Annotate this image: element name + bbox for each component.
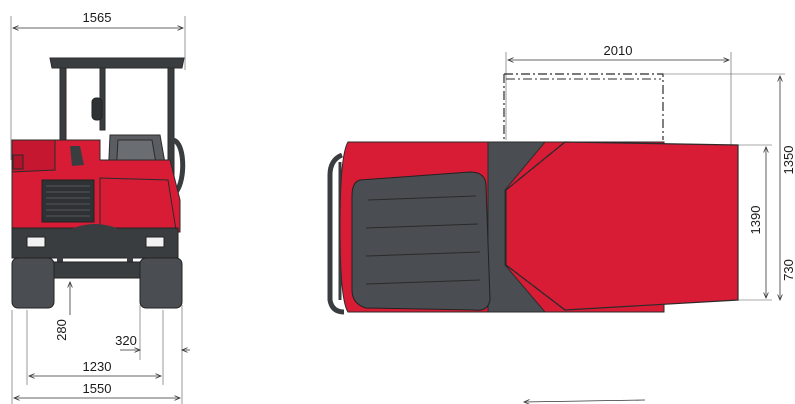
direction-arrow	[524, 400, 646, 402]
top-view: 2010 1350	[327, 43, 795, 402]
operator-deck	[351, 171, 491, 311]
dump-bed	[505, 141, 739, 311]
dimension-overall-width-top: 1565	[10, 10, 186, 160]
dim-label-1230: 1230	[83, 359, 112, 374]
dimension-track-width: 320	[115, 305, 190, 360]
dim-label-730: 730	[781, 259, 795, 281]
grille	[41, 179, 95, 223]
dimension-overall-width-bottom: 1550	[11, 310, 183, 404]
deck-ribs	[365, 195, 481, 285]
dimension-ground-clearance: 280	[54, 282, 70, 341]
tracks	[11, 257, 183, 309]
dim-label-2010: 2010	[604, 43, 633, 58]
track-right	[139, 257, 183, 309]
dimension-width-overall: 1350	[664, 73, 795, 225]
dim-label-1565: 1565	[83, 10, 112, 25]
dim-label-1390: 1390	[748, 206, 763, 235]
track-left	[11, 257, 55, 309]
headlight-left	[26, 236, 46, 248]
mirror	[91, 97, 103, 121]
headlight-right	[145, 236, 165, 248]
dim-label-1550: 1550	[83, 381, 112, 396]
front-body	[11, 139, 181, 233]
dim-label-280: 280	[54, 319, 69, 341]
front-view: 1565	[10, 10, 190, 404]
bed-raised-outline	[503, 73, 664, 140]
dim-label-320: 320	[115, 333, 137, 348]
dimension-track-offset: 730	[780, 225, 795, 300]
dim-label-1350: 1350	[781, 146, 795, 175]
dimension-length-top: 2010	[505, 43, 732, 146]
dimension-track-gauge: 1230	[26, 310, 164, 385]
dimension-bed-width: 1390	[738, 144, 772, 301]
canopy	[49, 57, 185, 179]
front-guard	[327, 152, 345, 315]
front-bumper	[11, 224, 179, 262]
